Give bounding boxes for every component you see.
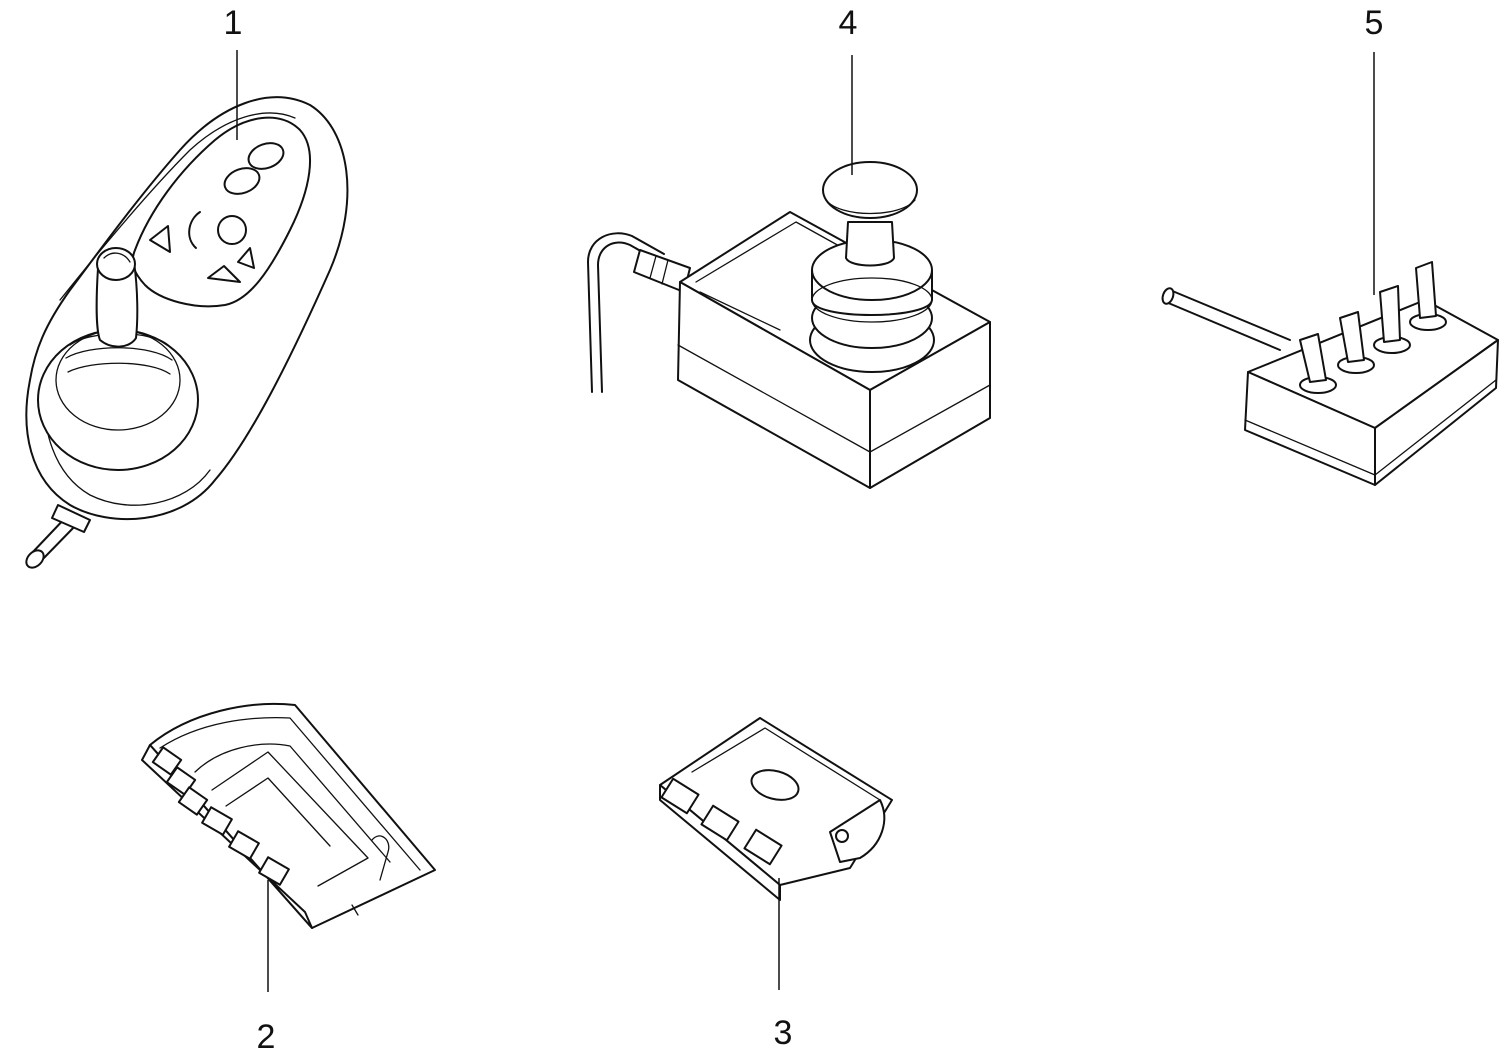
callout-4: 4 xyxy=(839,4,858,42)
part-2-power-module xyxy=(141,702,436,929)
part-5-switch-box xyxy=(1161,261,1499,486)
callout-2: 2 xyxy=(257,1018,276,1056)
callout-1: 1 xyxy=(224,4,243,42)
part-5-toggles xyxy=(1299,261,1447,394)
part-4-joystick-module xyxy=(587,161,991,489)
part-3-small-module xyxy=(659,717,893,901)
part-1-hand-control xyxy=(25,96,349,569)
part-4-joystick-knob xyxy=(809,161,935,373)
callout-3: 3 xyxy=(774,1014,793,1052)
part-4-cable xyxy=(587,232,691,393)
part-1-cable xyxy=(25,504,91,569)
part-1-joystick xyxy=(37,247,199,471)
part-5-cable xyxy=(1161,287,1291,351)
leader-lines xyxy=(236,50,1375,992)
callout-5: 5 xyxy=(1365,4,1384,42)
